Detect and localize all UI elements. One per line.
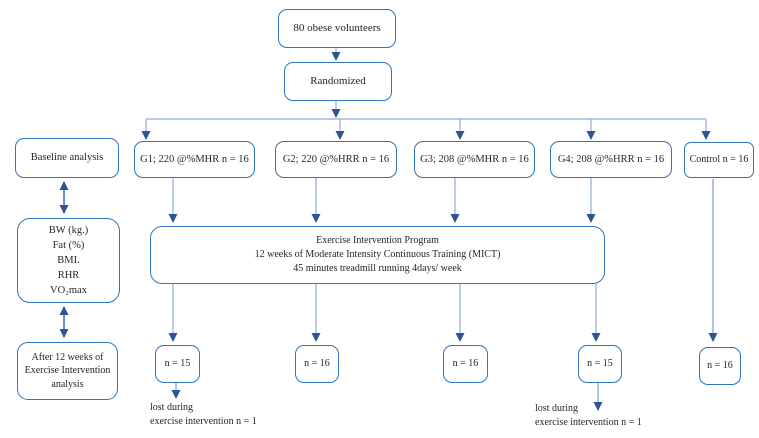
dropout-note-g4-line2: exercise intervention n = 1 xyxy=(535,417,642,428)
node-measures: BW (kg.) Fat (%) BMI. RHR VO₂max xyxy=(17,218,120,303)
dropout-note-g4-line1: lost during xyxy=(535,403,579,414)
node-group-g4: G4; 208 @%HRR n = 16 xyxy=(550,141,672,178)
node-outcome-g3: n = 16 xyxy=(443,345,488,383)
node-outcome-g4-label: n = 15 xyxy=(587,357,613,369)
node-group-control-label: Control n = 16 xyxy=(689,153,749,165)
measure-fat: Fat (%) xyxy=(52,240,85,251)
node-outcome-g1: n = 15 xyxy=(155,345,200,383)
node-randomized: Randomized xyxy=(284,62,392,101)
measure-bmi: BMI. xyxy=(57,255,80,266)
dropout-note-g1: lost during exercise intervention n = 1 xyxy=(150,401,257,429)
dropout-note-g1-line1: lost during xyxy=(150,402,194,413)
node-randomized-label: Randomized xyxy=(310,74,366,87)
node-outcome-g1-label: n = 15 xyxy=(164,357,191,369)
node-group-g3-label: G3; 208 @%MHR n = 16 xyxy=(420,153,529,165)
dropout-note-g1-line2: exercise intervention n = 1 xyxy=(150,416,257,427)
measure-vo2max: VO₂max xyxy=(50,285,87,296)
node-outcome-control: n = 16 xyxy=(699,347,741,385)
node-volunteers: 80 obese volunteers xyxy=(278,9,396,48)
node-outcome-g2: n = 16 xyxy=(295,345,339,383)
node-group-g1-label: G1; 220 @%MHR n = 16 xyxy=(140,153,249,165)
node-group-g2-label: G2; 220 @%HRR n = 16 xyxy=(282,153,390,165)
node-outcome-control-label: n = 16 xyxy=(707,359,733,371)
node-group-g2: G2; 220 @%HRR n = 16 xyxy=(275,141,397,178)
measure-rhr: RHR xyxy=(57,270,80,281)
intervention-line2: 12 weeks of Moderate Intensity Continuou… xyxy=(254,249,501,260)
dropout-note-g4: lost during exercise intervention n = 1 xyxy=(535,402,642,430)
node-outcome-g4: n = 15 xyxy=(578,345,622,383)
intervention-line1: Exercise Intervention Program xyxy=(316,235,439,246)
node-group-control: Control n = 16 xyxy=(684,142,754,178)
node-outcome-g2-label: n = 16 xyxy=(304,357,330,369)
node-group-g1: G1; 220 @%MHR n = 16 xyxy=(134,141,255,178)
node-outcome-g3-label: n = 16 xyxy=(452,357,479,369)
node-after-analysis: After 12 weeks of Exercise Intervention … xyxy=(17,342,118,400)
node-baseline-analysis-label: Baseline analysis xyxy=(30,152,104,164)
node-after-analysis-line1: After 12 weeks of xyxy=(31,351,104,363)
node-group-g3: G3; 208 @%MHR n = 16 xyxy=(414,141,535,178)
node-baseline-analysis: Baseline analysis xyxy=(15,138,119,178)
node-after-analysis-line3: analysis xyxy=(51,378,84,390)
node-group-g4-label: G4; 208 @%HRR n = 16 xyxy=(557,153,665,165)
node-intervention-program: Exercise Intervention Program 12 weeks o… xyxy=(150,226,605,284)
node-volunteers-label: 80 obese volunteers xyxy=(293,21,381,34)
node-after-analysis-line2: Exercise Intervention xyxy=(24,365,111,377)
intervention-line3: 45 minutes treadmill running 4days/ week xyxy=(293,263,462,274)
measure-bw: BW (kg.) xyxy=(48,225,89,236)
